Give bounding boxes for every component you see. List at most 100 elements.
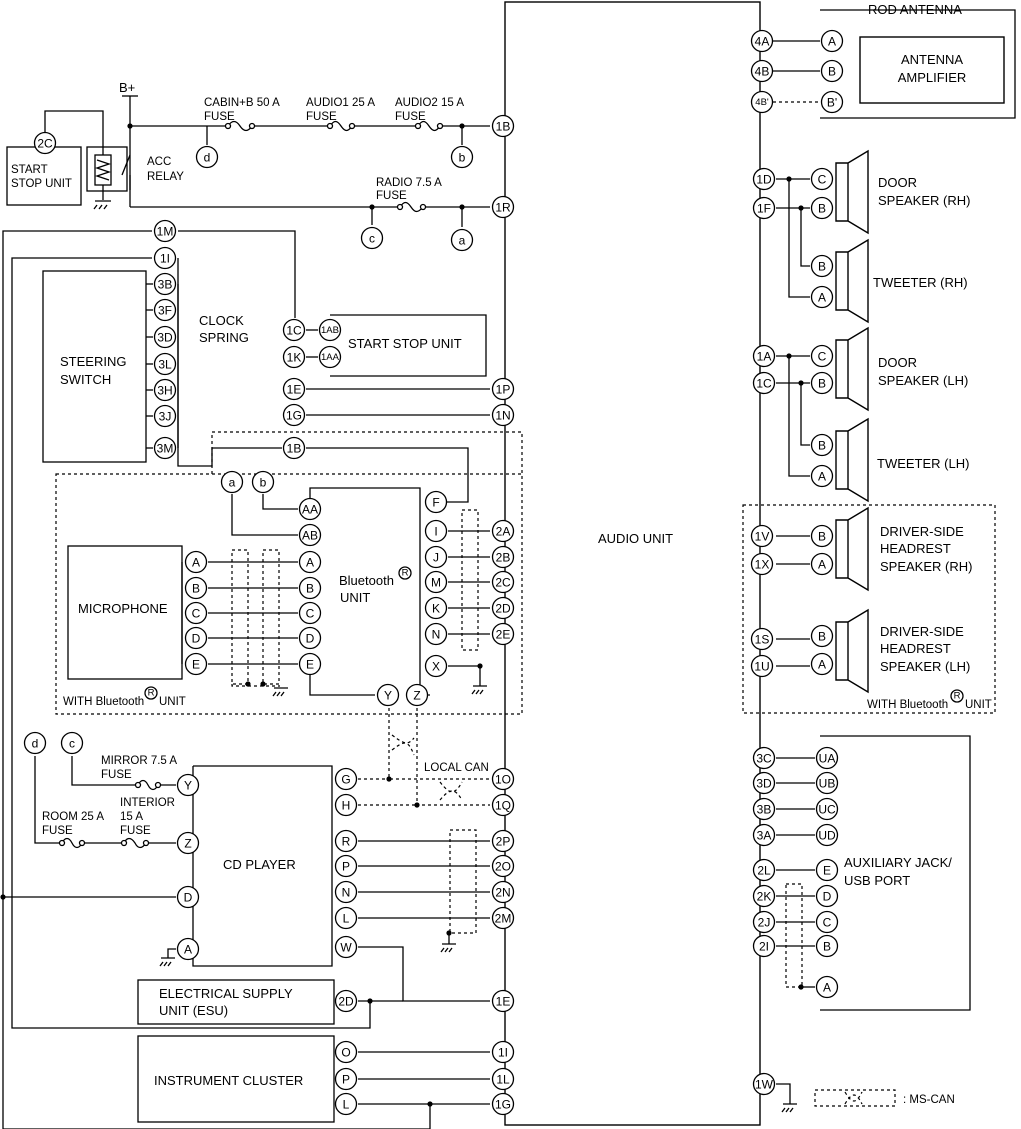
pin-bt-mic-3: D	[298, 626, 322, 650]
pin-hrlh-1: A	[810, 652, 834, 676]
pin-cd-right-2: R	[334, 829, 358, 853]
pin-cd-right-0: G	[334, 767, 358, 791]
pin-hrlh-0: B	[810, 624, 834, 648]
pin-aux-0: UA	[815, 746, 839, 770]
pin-audio-2p-1: 2O	[491, 854, 515, 878]
pin-aux-2: UC	[815, 797, 839, 821]
bluetooth-option-area-left	[55, 473, 523, 715]
pin-audio-2-3: 2D	[491, 596, 515, 620]
pin-ic-1: P	[334, 1067, 358, 1091]
pin-cd-right-2-label: R	[342, 835, 351, 849]
registered-mark-right: R	[954, 691, 961, 702]
pin-mic-0: A	[184, 550, 208, 574]
esu-label-2: UNIT (ESU)	[159, 1003, 228, 1018]
acc-relay-box	[86, 146, 128, 192]
pin-audio-2p-2: 2N	[491, 880, 515, 904]
pin-audio-ant-1: 4B	[750, 59, 774, 83]
pin-cs-right-1: 1K	[282, 345, 306, 369]
steering-switch-label-2: SWITCH	[60, 372, 111, 387]
pin-audio-1b-label: 1B	[496, 120, 511, 134]
pin-sw-2: 3D	[153, 325, 177, 349]
pin-doorrh-0-label: C	[818, 173, 827, 187]
pin-audio-hrlh-0-label: 1S	[755, 633, 770, 647]
interior-fuse-label-3: FUSE	[120, 825, 151, 837]
pin-bt-ab-1: AB	[298, 523, 322, 547]
pin-audio-2p-3-label: 2M	[495, 912, 512, 926]
pin-cs-top-1-label: 1I	[160, 252, 170, 266]
steering-switch-box	[42, 270, 147, 463]
door-speaker-lh-label-1: DOOR	[878, 355, 917, 370]
pin-bt-right-6: X	[424, 654, 448, 678]
with-bluetooth-right-tail: UNIT	[965, 699, 992, 711]
cd-player-label: CD PLAYER	[223, 857, 296, 872]
pin-cd-right-3: P	[334, 854, 358, 878]
pin-mic-3: D	[184, 626, 208, 650]
pin-cs-top-0: 1M	[153, 219, 177, 243]
audio-unit-label: AUDIO UNIT	[598, 531, 673, 546]
pin-aux-1-label: UB	[819, 777, 836, 791]
pin-cd-left-0-label: Y	[184, 779, 192, 793]
aux-jack-box	[820, 735, 971, 1011]
pin-audio-spklh-1: 1C	[752, 371, 776, 395]
pin-twrh-1: A	[810, 285, 834, 309]
pin-sw-6: 3M	[153, 436, 177, 460]
antenna-amplifier-box	[859, 36, 1005, 104]
pin-audio-hrrh-1: 1X	[750, 552, 774, 576]
headrest-rh-label-3: SPEAKER (RH)	[880, 559, 972, 574]
pin-doorrh-0: C	[810, 167, 834, 191]
mirror-fuse-label-2: FUSE	[101, 769, 132, 781]
pin-audio-2-4-label: 2E	[496, 628, 511, 642]
pin-bt-ab-1-label: AB	[302, 529, 318, 543]
ms-can-legend-label: : MS-CAN	[903, 1094, 955, 1106]
acc-relay-symbol	[94, 147, 131, 200]
clock-spring-label-1: CLOCK	[199, 313, 244, 328]
pin-sw-6-label: 3M	[157, 442, 174, 456]
rod-antenna-box	[820, 9, 1016, 119]
instrument-cluster-box	[137, 1035, 335, 1123]
pin-bt-mic-2: C	[298, 601, 322, 625]
pin-bt-mic-1-label: B	[306, 582, 314, 596]
pin-startstop-2c: 2C	[33, 131, 57, 155]
pin-audio-aux-5-label: 2K	[757, 890, 772, 904]
pin-audio-1p: 1P	[491, 377, 515, 401]
pin-twrh-0: B	[810, 254, 834, 278]
pin-audio-2-2-label: 2C	[495, 576, 511, 590]
pin-audio-1o-label: 1O	[495, 773, 511, 787]
wires	[2, 40, 820, 1129]
pin-cd-right-4-label: N	[342, 886, 351, 900]
pin-audio-aux-2-label: 3B	[757, 803, 772, 817]
start-stop-left-label-2: STOP UNIT	[11, 178, 72, 190]
pin-bt-right-1-label: I	[434, 525, 437, 539]
pin-doorlh-0-label: C	[818, 350, 827, 364]
pin-bt-mic-3-label: D	[306, 632, 315, 646]
pin-cd-left-0: Y	[176, 773, 200, 797]
pin-audio-2-2: 2C	[491, 570, 515, 594]
pin-audio-1n-label: 1N	[495, 409, 510, 423]
pin-antamp-2: B'	[820, 90, 844, 114]
start-stop-unit-label: START STOP UNIT	[348, 336, 462, 351]
headrest-lh-cone	[835, 608, 869, 694]
pin-aux-1: UB	[815, 771, 839, 795]
pin-twlh-0-label: B	[818, 439, 826, 453]
pin-bt-right-0-label: F	[432, 496, 439, 510]
door-speaker-rh-label-1: DOOR	[878, 175, 917, 190]
pin-cd-right-6: W	[334, 935, 358, 959]
pin-antamp-0-label: A	[828, 35, 836, 49]
door-speaker-rh-label-2: SPEAKER (RH)	[878, 193, 970, 208]
pin-mic-1: B	[184, 576, 208, 600]
pin-bt-bottom-1-label: Z	[413, 689, 420, 703]
pin-audio-aux-3-label: 3A	[757, 829, 772, 843]
pin-cd-left-3-label: A	[184, 943, 192, 957]
pin-cd-right-6-label: W	[340, 941, 352, 955]
pin-twlh-1: A	[810, 464, 834, 488]
pin-antamp-0: A	[820, 29, 844, 53]
pin-bt-right-3: M	[424, 570, 448, 594]
ref-c-cd-label: c	[69, 737, 75, 751]
headrest-rh-label-2: HEADREST	[880, 541, 951, 556]
pin-audio-hrlh-0: 1S	[750, 627, 774, 651]
pin-cd-left-1-label: Z	[184, 837, 191, 851]
ref-d-cd: d	[23, 731, 47, 755]
pin-audio-hrrh-0: 1V	[750, 524, 774, 548]
registered-mark-bt: R	[402, 568, 409, 579]
pin-audio-aux-2: 3B	[752, 797, 776, 821]
